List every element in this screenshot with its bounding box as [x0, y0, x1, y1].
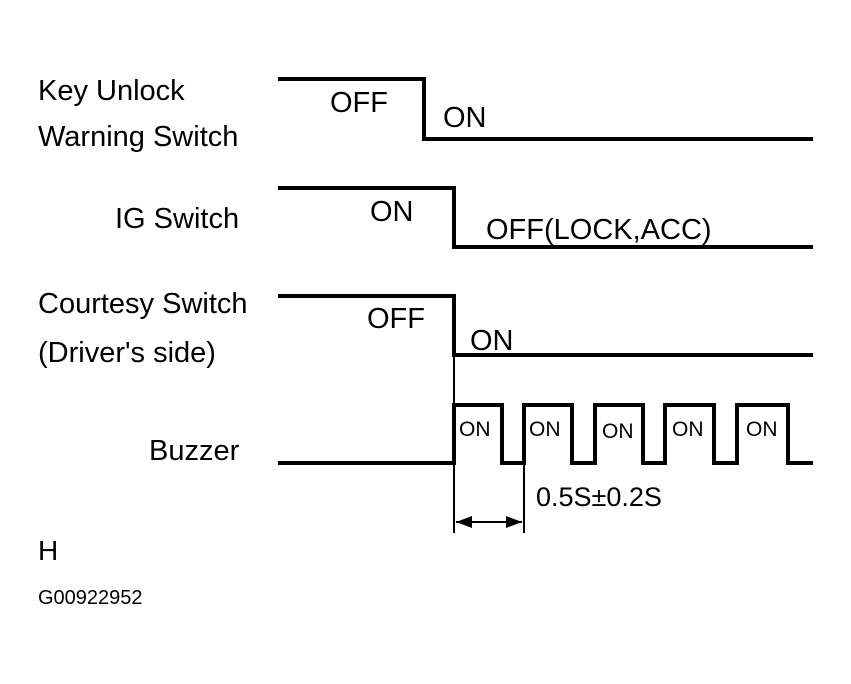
buzzer-pulse-1-on: ON — [459, 418, 491, 441]
buzzer-pulse-5-on: ON — [746, 418, 778, 441]
key-unlock-label-line2: Warning Switch — [38, 121, 238, 153]
timing-arrowhead-right — [506, 516, 522, 528]
buzzer-pulse-3-on: ON — [602, 420, 634, 443]
buzzer-label: Buzzer — [149, 435, 240, 467]
buzzer-waveform — [278, 403, 813, 465]
timing-arrowhead-left — [456, 516, 472, 528]
courtesy-label-line1: Courtesy Switch — [38, 288, 248, 320]
ig-switch-state-off: OFF(LOCK,ACC) — [486, 214, 712, 246]
key-unlock-state-on: ON — [443, 102, 487, 134]
figure-code: G00922952 — [38, 587, 143, 609]
courtesy-state-on: ON — [470, 325, 514, 357]
key-unlock-state-off: OFF — [330, 87, 388, 119]
ig-switch-waveform — [278, 186, 813, 249]
ig-switch-state-on: ON — [370, 196, 414, 228]
timing-label: 0.5S±0.2S — [536, 482, 662, 512]
key-unlock-waveform — [278, 77, 813, 141]
figure-letter: H — [38, 535, 58, 566]
key-unlock-label-line1: Key Unlock — [38, 75, 185, 107]
courtesy-state-off: OFF — [367, 303, 425, 335]
ig-switch-label: IG Switch — [115, 203, 239, 235]
buzzer-pulse-2-on: ON — [529, 418, 561, 441]
buzzer-pulse-4-on: ON — [672, 418, 704, 441]
courtesy-label-line2: (Driver's side) — [38, 337, 216, 369]
courtesy-waveform — [278, 294, 813, 357]
